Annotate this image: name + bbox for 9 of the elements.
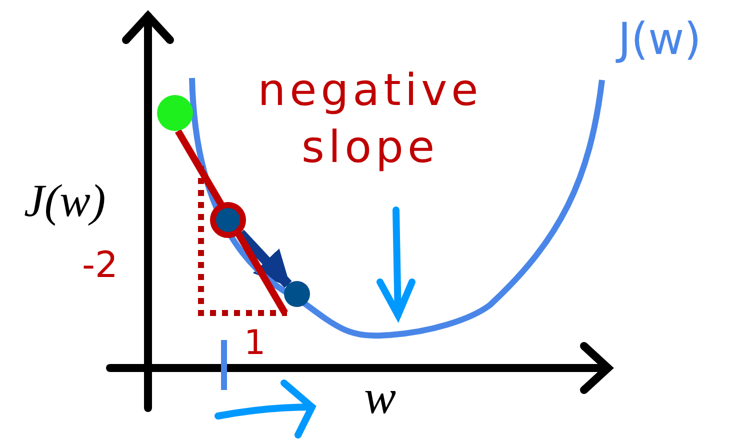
- next-point: [284, 281, 310, 307]
- start-point: [157, 95, 193, 131]
- tangent-point-circle: [210, 202, 246, 238]
- curve-label: J(w): [618, 18, 702, 62]
- run-value: 1: [244, 326, 266, 360]
- y-axis-label: J(w): [24, 178, 106, 224]
- slope-annotation: negative slope: [256, 64, 484, 176]
- rise-value: -2: [82, 248, 118, 284]
- x-axis-label: w: [364, 374, 396, 422]
